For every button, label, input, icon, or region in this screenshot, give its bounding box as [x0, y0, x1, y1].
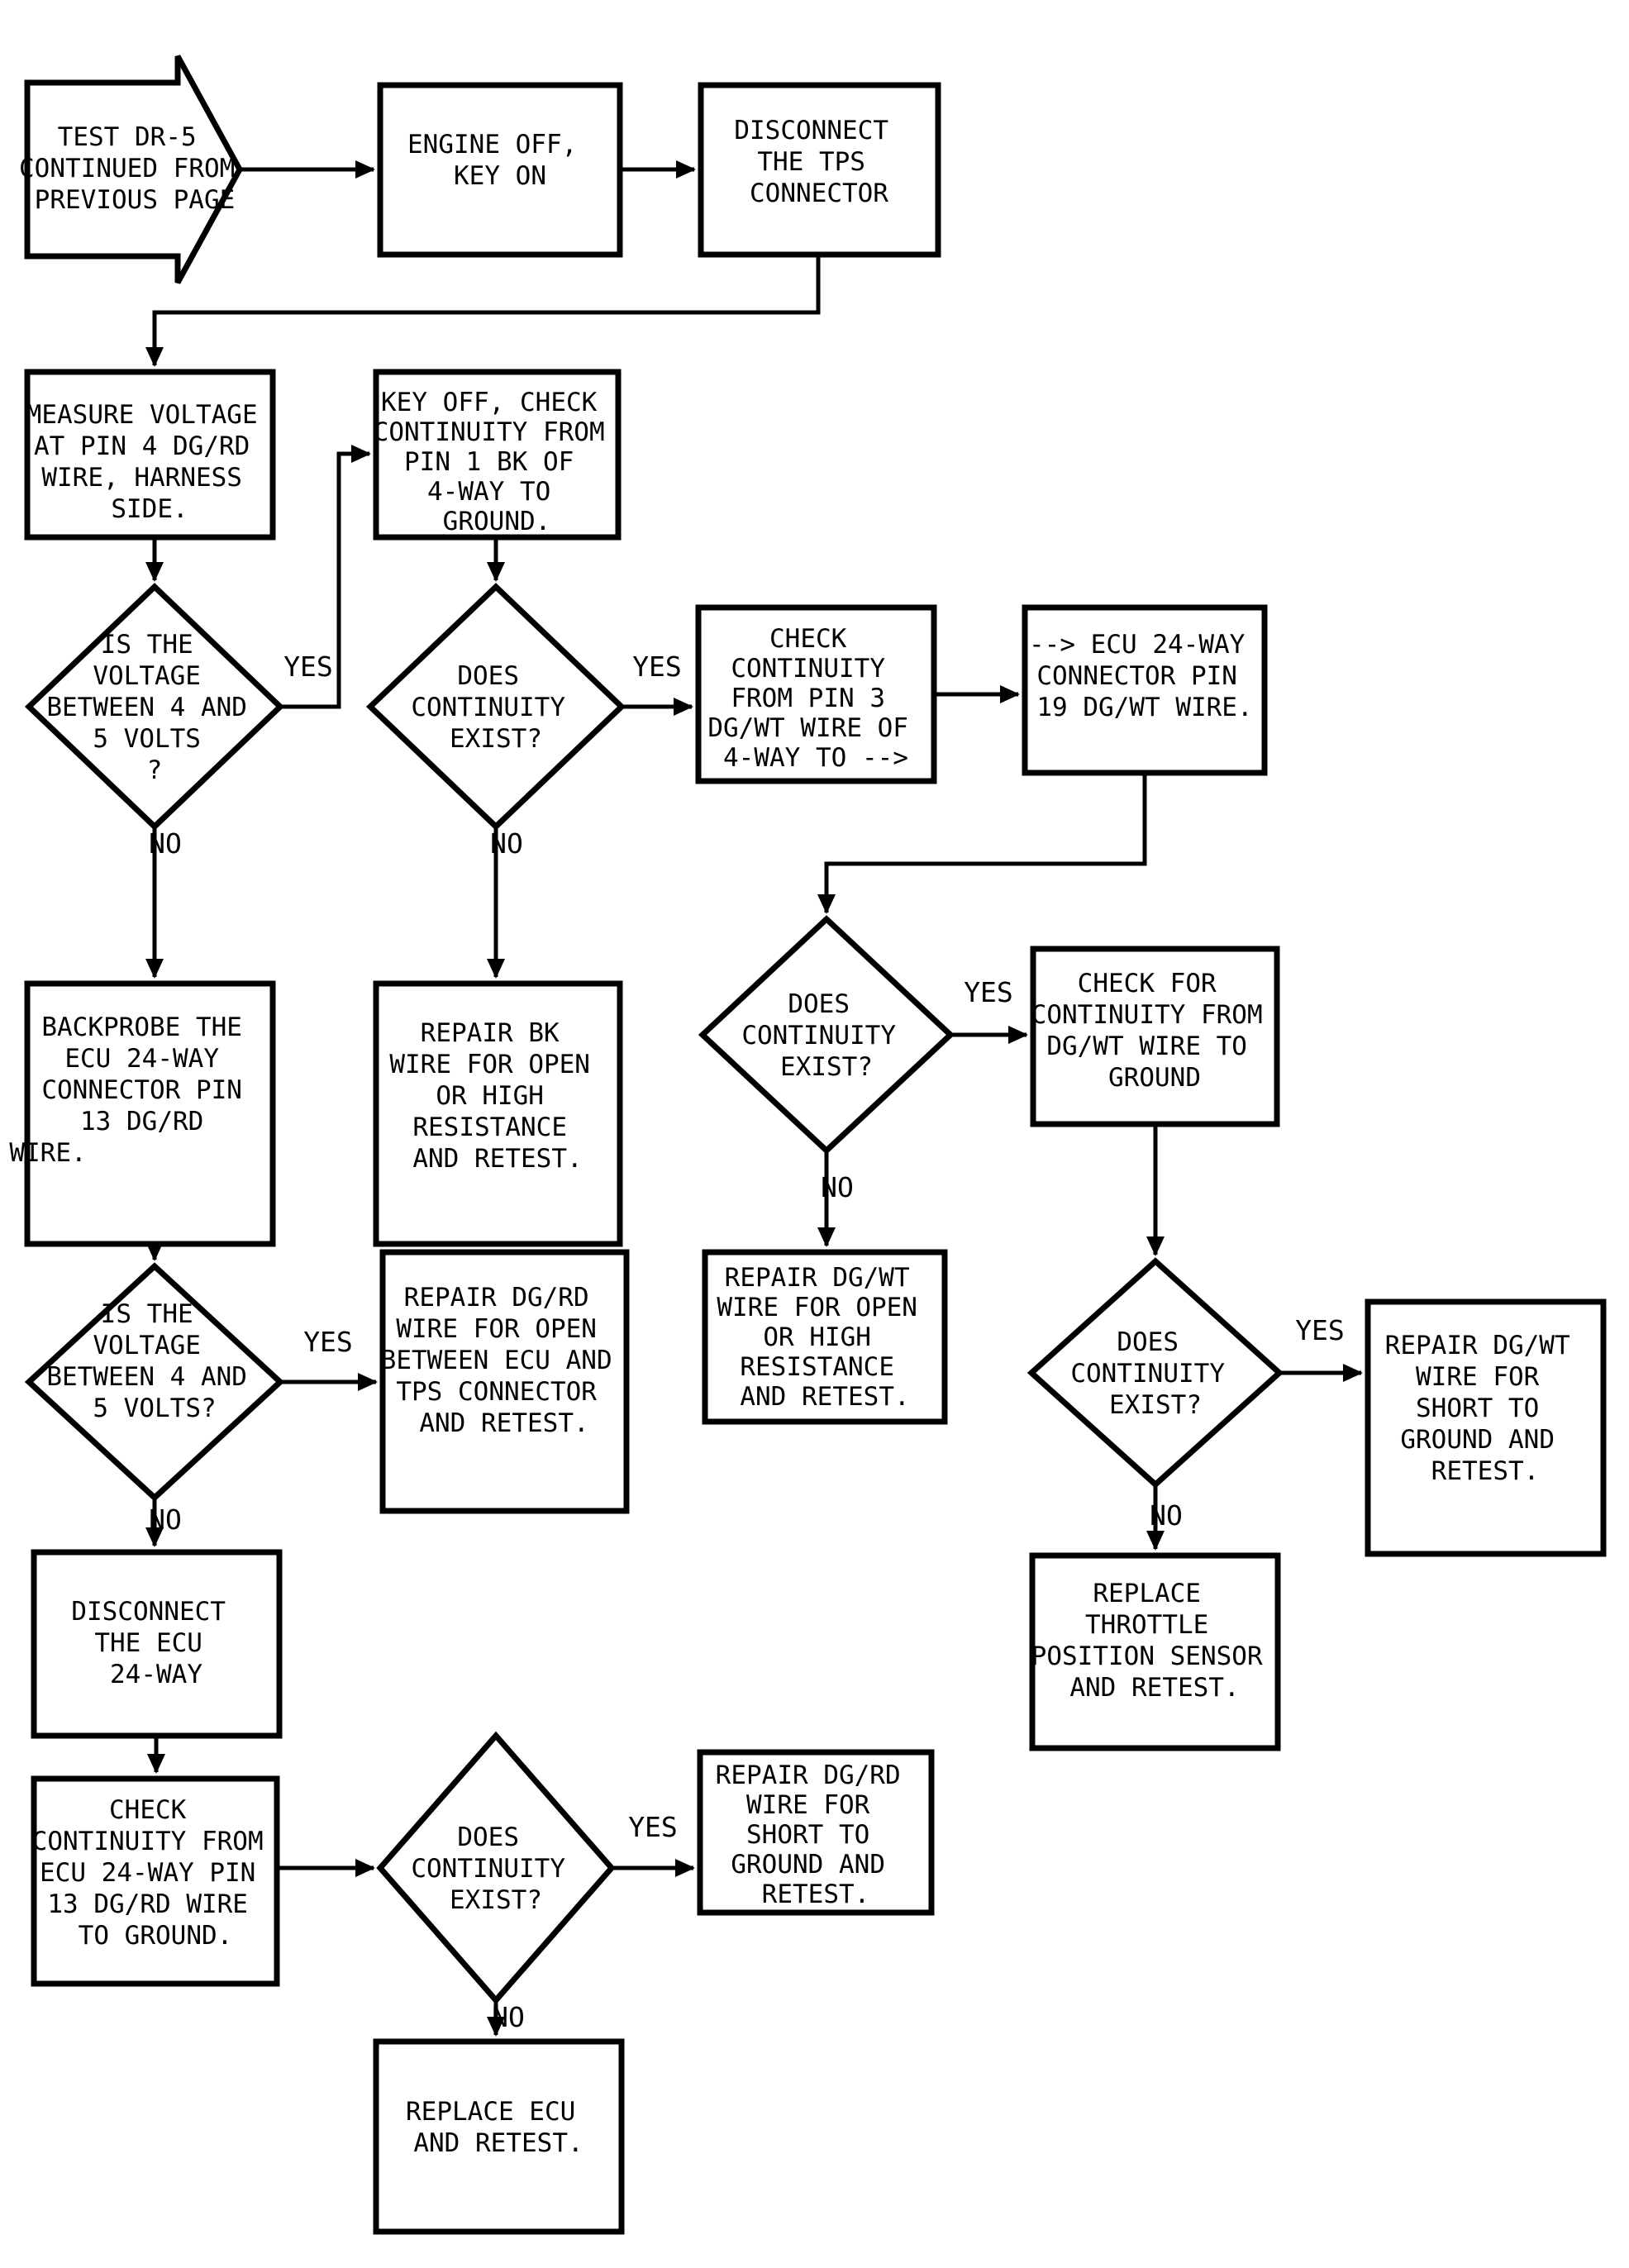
measure-voltage-box [24, 369, 276, 541]
decision-continuity-q3: DOES CONTINUITY EXIST? [1026, 1257, 1284, 1489]
node-repair-dgrd-open: REPAIR DG/RD WIRE FOR OPEN BETWEEN ECU A… [379, 1249, 630, 1514]
repair-dgwt-short-text: REPAIR DG/WT WIRE FOR SHORT TO GROUND AN… [1385, 1331, 1586, 1486]
replace-ecu-box [373, 2038, 625, 2235]
continuity-q1-text: DOES CONTINUITY EXIST? [411, 661, 580, 754]
continuity-q3-text: DOES CONTINUITY EXIST? [1070, 1327, 1240, 1420]
continuation-text: TEST DR-5 CONTINUED FROM PREVIOUS PAGE [19, 122, 250, 215]
voltage-q1-text: IS THE VOLTAGE BETWEEN 4 AND 5 VOLTS ? [46, 630, 262, 785]
node-replace-tps: REPLACE THROTTLE POSITION SENSOR AND RET… [1029, 1552, 1281, 1751]
continuity-q4-text: DOES CONTINUITY EXIST? [411, 1822, 580, 1915]
decision-continuity-q2: DOES CONTINUITY EXIST? [698, 915, 955, 1155]
ecu-pin19-box [1022, 604, 1268, 776]
node-ecu-pin19: --> ECU 24-WAY CONNECTOR PIN 19 DG/WT WI… [1022, 604, 1268, 776]
engine-off-text: ENGINE OFF, KEY ON [407, 130, 593, 191]
label-continuity-q1-no: NO [490, 827, 523, 860]
label-continuity-q3-no: NO [1150, 1499, 1183, 1532]
repair-bk-text: REPAIR BK WIRE FOR OPEN OR HIGH RESISTAN… [389, 1018, 605, 1174]
check-ecu-pin13-text: CHECK CONTINUITY FROM ECU 24-WAY PIN 13 … [32, 1795, 279, 1951]
decision-continuity-q1: DOES CONTINUITY EXIST? [365, 583, 626, 831]
check-pin3-text: CHECK CONTINUITY FROM PIN 3 DG/WT WIRE O… [707, 624, 923, 773]
node-backprobe: BACKPROBE THE ECU 24-WAY CONNECTOR PIN 1… [9, 980, 276, 1247]
repair-dgwt-open-text: REPAIR DG/WT WIRE FOR OPEN OR HIGH RESIS… [717, 1263, 932, 1412]
repair-dgrd-open-box [379, 1249, 630, 1514]
check-ground-text: CHECK FOR CONTINUITY FROM DG/WT WIRE TO … [1031, 969, 1279, 1093]
node-repair-dgwt-short: REPAIR DG/WT WIRE FOR SHORT TO GROUND AN… [1365, 1298, 1607, 1557]
continuation-arrow-shape [24, 55, 243, 284]
disconnect-ecu-box [31, 1549, 283, 1739]
label-voltage-q1-no: NO [149, 827, 182, 860]
ecu-pin19-text: --> ECU 24-WAY CONNECTOR PIN 19 DG/WT WI… [1029, 630, 1260, 722]
replace-tps-box [1029, 1552, 1281, 1751]
disconnect-tps-text: DISCONNECT THE TPS CONNECTOR [734, 116, 903, 208]
key-off-text: KEY OFF, CHECK CONTINUITY FROM PIN 1 BK … [374, 388, 621, 536]
decision-continuity-q4: DOES CONTINUITY EXIST? [376, 1731, 616, 2005]
edge-ecu-pin19-to-continuity-q2 [817, 773, 1147, 914]
check-ecu-pin13-box [31, 1775, 280, 1987]
repair-dgrd-short-text: REPAIR DG/RD WIRE FOR SHORT TO GROUND AN… [716, 1761, 917, 1909]
node-continuation: TEST DR-5 CONTINUED FROM PREVIOUS PAGE [19, 55, 250, 284]
measure-voltage-text: MEASURE VOLTAGE AT PIN 4 DG/RD WIRE, HAR… [26, 400, 274, 524]
edge-voltage-q1-yes-to-key-off [280, 445, 371, 709]
decision-voltage-q2: IS THE VOLTAGE BETWEEN 4 AND 5 VOLTS? [24, 1262, 285, 1502]
backprobe-text: BACKPROBE THE ECU 24-WAY CONNECTOR PIN 1… [9, 1012, 257, 1168]
node-repair-bk: REPAIR BK WIRE FOR OPEN OR HIGH RESISTAN… [373, 980, 623, 1247]
continuity-q2-text: DOES CONTINUITY EXIST? [741, 989, 911, 1082]
check-pin3-box [695, 604, 937, 784]
edge-disconnect-tps-to-measure [145, 255, 821, 367]
repair-bk-box [373, 980, 623, 1247]
label-continuity-q2-no: NO [821, 1171, 854, 1203]
engine-off-box [377, 82, 623, 258]
node-check-ecu-pin13: CHECK CONTINUITY FROM ECU 24-WAY PIN 13 … [31, 1775, 280, 1987]
label-voltage-q1-yes: YES [283, 650, 333, 683]
node-measure-voltage: MEASURE VOLTAGE AT PIN 4 DG/RD WIRE, HAR… [24, 369, 276, 541]
node-key-off: KEY OFF, CHECK CONTINUITY FROM PIN 1 BK … [373, 369, 622, 541]
repair-dgrd-open-text: REPAIR DG/RD WIRE FOR OPEN BETWEEN ECU A… [381, 1283, 628, 1438]
label-continuity-q3-yes: YES [1295, 1314, 1345, 1346]
repair-dgrd-short-box [697, 1749, 935, 1916]
label-continuity-q4-no: NO [492, 2001, 525, 2033]
node-replace-ecu: REPLACE ECU AND RETEST. [373, 2038, 625, 2235]
replace-ecu-text: REPLACE ECU AND RETEST. [406, 2097, 591, 2158]
label-voltage-q2-no: NO [149, 1503, 182, 1536]
repair-dgwt-short-box [1365, 1298, 1607, 1557]
label-voltage-q2-yes: YES [303, 1326, 353, 1358]
node-disconnect-ecu: DISCONNECT THE ECU 24-WAY [31, 1549, 283, 1739]
replace-tps-text: REPLACE THROTTLE POSITION SENSOR AND RET… [1031, 1579, 1279, 1703]
label-continuity-q1-yes: YES [632, 650, 682, 683]
disconnect-ecu-text: DISCONNECT THE ECU 24-WAY [71, 1597, 241, 1689]
node-repair-dgrd-short: REPAIR DG/RD WIRE FOR SHORT TO GROUND AN… [697, 1749, 935, 1916]
repair-dgwt-open-box [702, 1249, 948, 1425]
decision-voltage-q1: IS THE VOLTAGE BETWEEN 4 AND 5 VOLTS ? [24, 583, 285, 831]
node-check-pin3: CHECK CONTINUITY FROM PIN 3 DG/WT WIRE O… [695, 604, 937, 784]
node-engine-off: ENGINE OFF, KEY ON [377, 82, 623, 258]
label-continuity-q2-yes: YES [964, 976, 1013, 1008]
node-disconnect-tps: DISCONNECT THE TPS CONNECTOR [698, 82, 941, 258]
voltage-q2-text: IS THE VOLTAGE BETWEEN 4 AND 5 VOLTS? [46, 1299, 262, 1423]
node-repair-dgwt-open: REPAIR DG/WT WIRE FOR OPEN OR HIGH RESIS… [702, 1249, 948, 1425]
backprobe-box [24, 980, 276, 1247]
label-continuity-q4-yes: YES [628, 1811, 678, 1843]
node-check-ground: CHECK FOR CONTINUITY FROM DG/WT WIRE TO … [1030, 946, 1280, 1127]
